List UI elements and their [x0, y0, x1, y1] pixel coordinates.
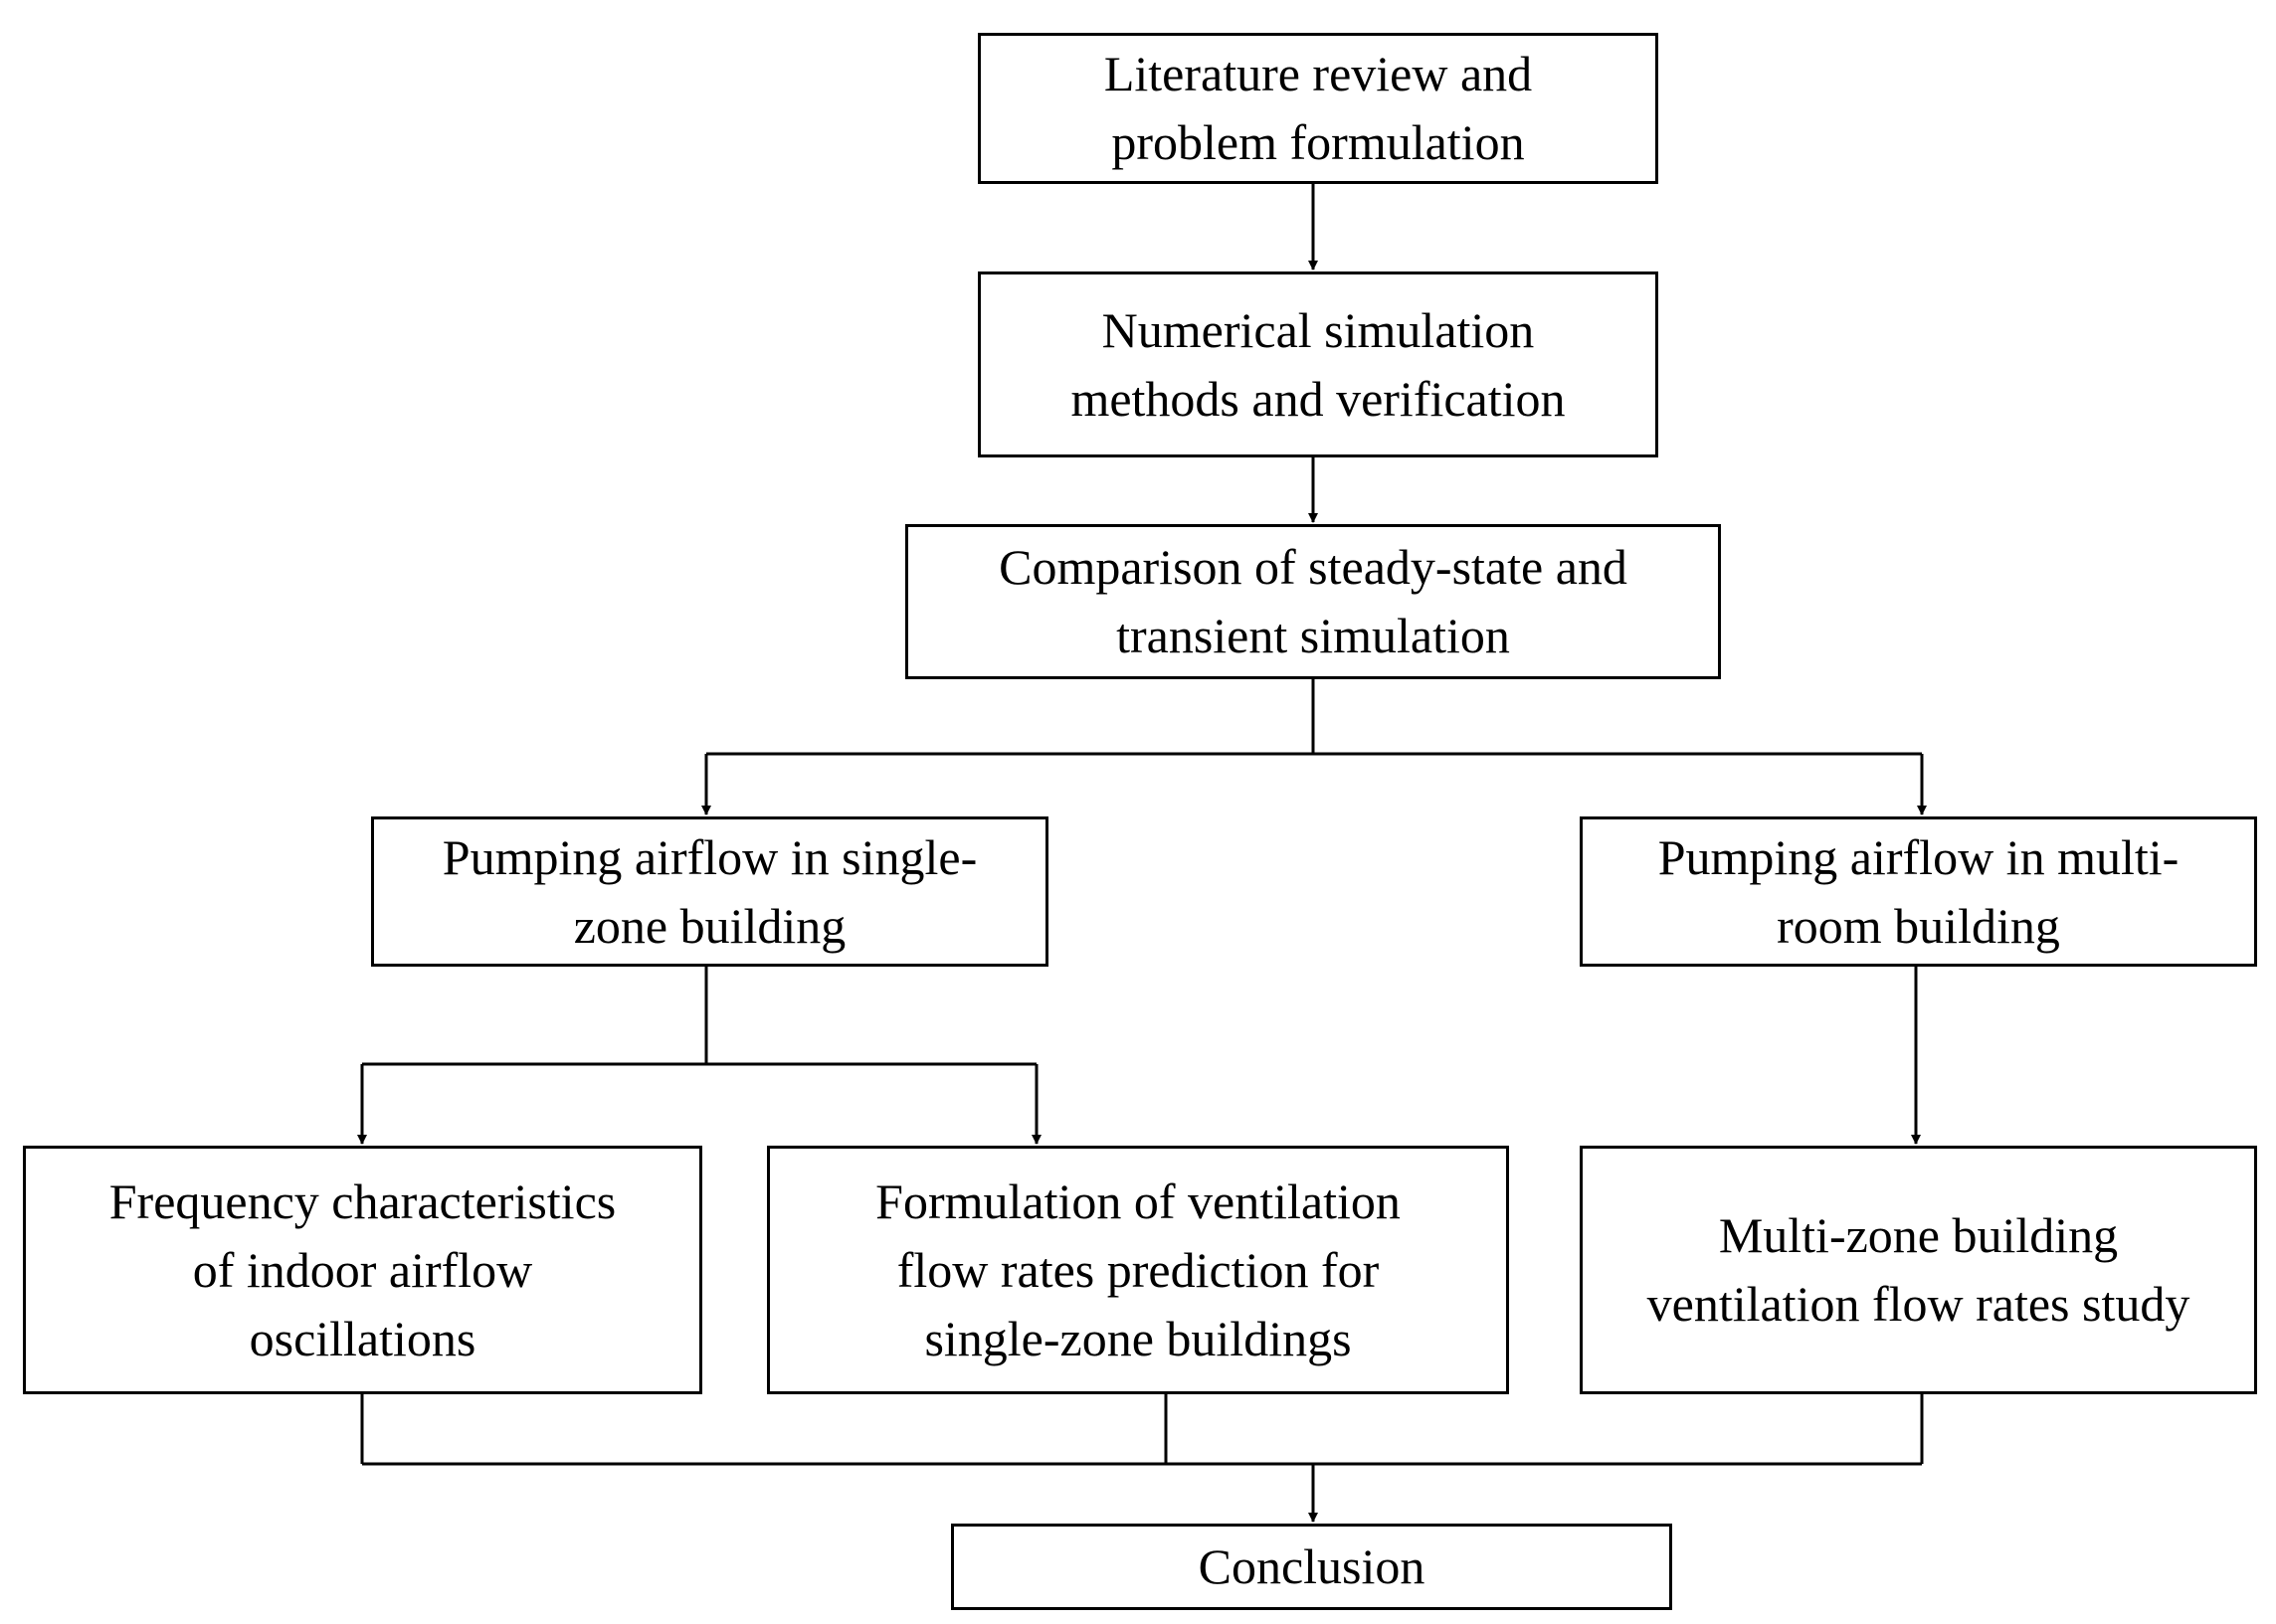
frequency-characteristics-box: Frequency characteristics of indoor airf… [23, 1146, 702, 1394]
numerical-simulation-box: Numerical simulation methods and verific… [978, 271, 1658, 457]
formulation-box: Formulation of ventilation flow rates pr… [767, 1146, 1509, 1394]
literature-review-box: Literature review and problem formulatio… [978, 33, 1658, 184]
single-zone-box: Pumping airflow in single- zone building [371, 816, 1048, 967]
comparison-label: Comparison of steady-state and transient… [999, 539, 1627, 663]
conclusion-label: Conclusion [1198, 1538, 1425, 1594]
single-zone-label: Pumping airflow in single- zone building [442, 828, 978, 954]
numerical-simulation-label: Numerical simulation methods and verific… [1070, 301, 1566, 427]
multi-zone-study-label: Multi-zone building ventilation flow rat… [1646, 1207, 2190, 1332]
comparison-box: Comparison of steady-state and transient… [905, 524, 1721, 679]
multi-room-box: Pumping airflow in multi- room building [1580, 816, 2257, 967]
conclusion-box: Conclusion [951, 1524, 1672, 1610]
literature-review-label: Literature review and problem formulatio… [1103, 46, 1533, 170]
formulation-label: Formulation of ventilation flow rates pr… [875, 1173, 1401, 1366]
multi-zone-study-box: Multi-zone building ventilation flow rat… [1580, 1146, 2257, 1394]
frequency-characteristics-label: Frequency characteristics of indoor airf… [108, 1173, 617, 1366]
multi-room-label: Pumping airflow in multi- room building [1657, 828, 2180, 954]
